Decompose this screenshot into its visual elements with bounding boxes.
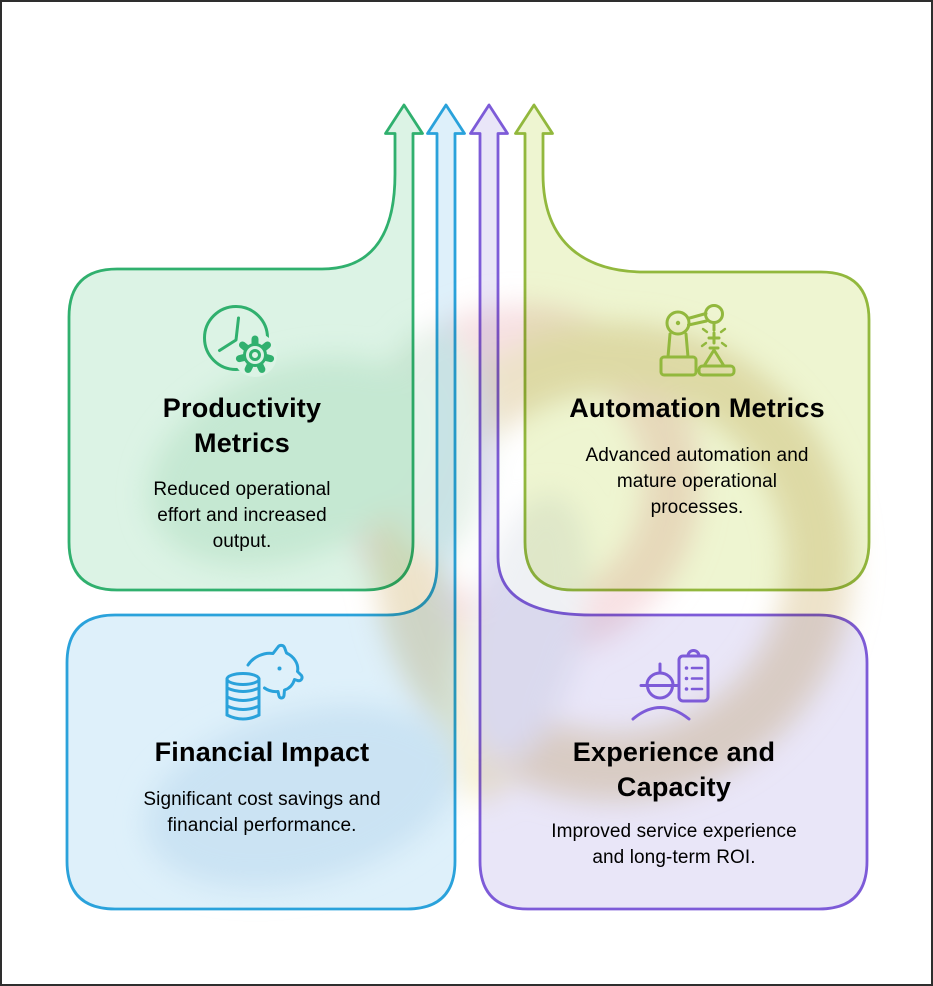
worker-checklist-icon	[631, 649, 710, 721]
robot-arm-icon	[659, 304, 736, 377]
clock-gear-icon	[203, 305, 277, 377]
background-watermark	[145, 304, 853, 889]
piggy-bank-icon	[225, 643, 304, 721]
